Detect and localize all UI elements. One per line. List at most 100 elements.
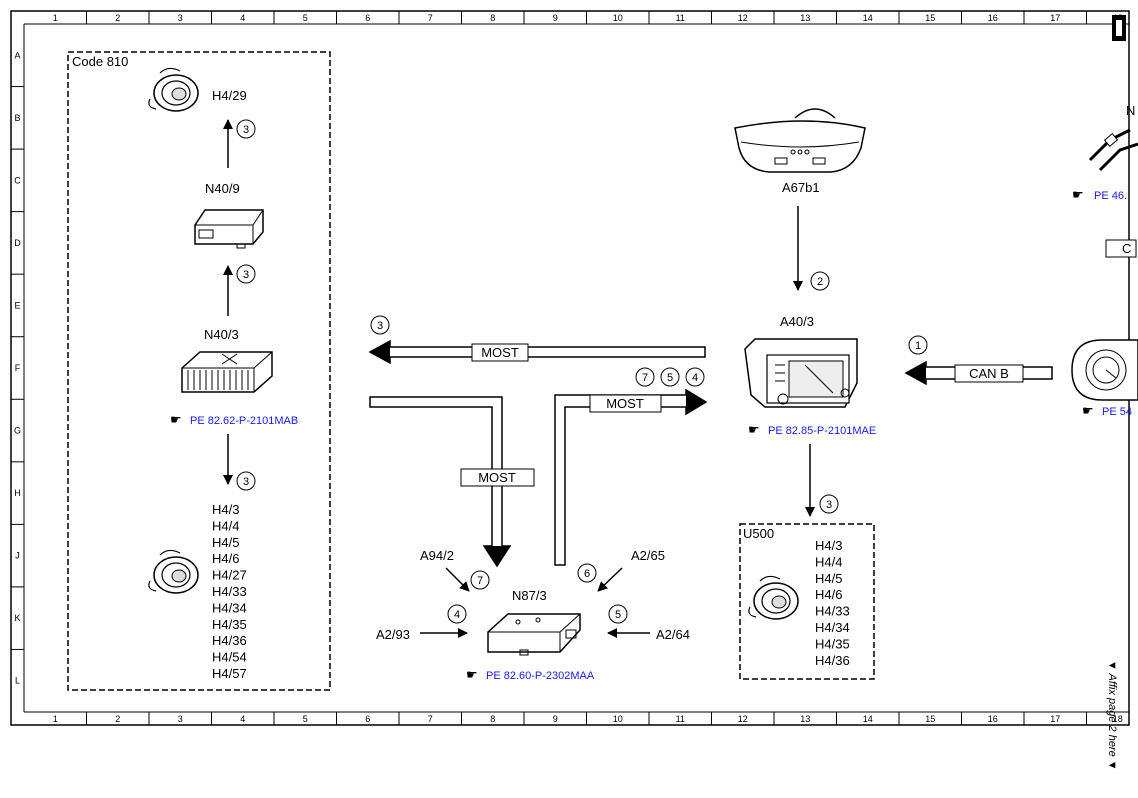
- grid-col-bottom-5: 5: [303, 714, 308, 724]
- pointer-icon: ☛: [1072, 187, 1084, 202]
- speaker-list-item: H4/5: [212, 535, 239, 550]
- a67b1-label: A67b1: [782, 180, 820, 195]
- svg-text:MOST: MOST: [481, 345, 519, 360]
- pointer-icon: ☛: [1082, 403, 1094, 418]
- grid-col-bottom-8: 8: [490, 714, 495, 724]
- cable-icon-partial: [1088, 128, 1138, 172]
- u500-list-item: H4/35: [815, 636, 850, 651]
- most-bus-left: MOST: [368, 339, 706, 365]
- grid-col-bottom-9: 9: [553, 714, 558, 724]
- grid-col-top-3: 3: [178, 13, 183, 23]
- grid-row-E: E: [14, 300, 20, 310]
- a94-2-label: A94/2: [420, 548, 454, 563]
- grid-col-top-13: 13: [800, 13, 810, 23]
- grid-col-top-9: 9: [553, 13, 558, 23]
- svg-text:MOST: MOST: [478, 470, 516, 485]
- circle-num-3-u500: 3: [819, 494, 839, 514]
- cluster-icon-partial: [1071, 339, 1138, 401]
- grid-row-K: K: [14, 613, 20, 623]
- grid-col-top-7: 7: [428, 13, 433, 23]
- svg-text:1: 1: [915, 340, 921, 352]
- circle-num-6: 6: [577, 563, 597, 583]
- pointer-icon: ☛: [466, 667, 478, 682]
- grid-row-A: A: [14, 50, 20, 60]
- h4-29-label: H4/29: [212, 88, 247, 103]
- speaker-list-item: H4/34: [212, 600, 247, 615]
- speaker-icon-u500: [748, 575, 799, 620]
- svg-text:PE 82.60-P-2302MAA: PE 82.60-P-2302MAA: [486, 670, 595, 682]
- u500-list-item: H4/33: [815, 604, 850, 619]
- grid-col-bottom-2: 2: [115, 714, 120, 724]
- n40-9-label: N40/9: [205, 181, 240, 196]
- grid-col-bottom-7: 7: [428, 714, 433, 724]
- ref-n40-3[interactable]: ☛ PE 82.62-P-2101MAB: [170, 412, 298, 427]
- ref-a40-3[interactable]: ☛ PE 82.85-P-2101MAE: [748, 422, 876, 437]
- grid-row-B: B: [14, 113, 20, 123]
- grid-col-bottom-12: 12: [738, 714, 748, 724]
- headunit-icon-a40-3: [744, 338, 858, 408]
- most-bus-right: MOST: [554, 388, 708, 566]
- grid-col-top-14: 14: [863, 13, 873, 23]
- svg-text:PE 54: PE 54: [1102, 406, 1132, 418]
- can-b-bus: CAN B: [904, 360, 1053, 386]
- svg-text:7: 7: [477, 575, 483, 587]
- grid-col-top-5: 5: [303, 13, 308, 23]
- svg-text:6: 6: [584, 568, 590, 580]
- grid-col-top-10: 10: [613, 13, 623, 23]
- code-810-label: Code 810: [72, 54, 128, 69]
- ref-partial-top[interactable]: ☛ PE 46.: [1072, 187, 1127, 202]
- grid-col-bottom-16: 16: [988, 714, 998, 724]
- grid-col-bottom-1: 1: [53, 714, 58, 724]
- most-bus-down: MOST: [369, 396, 535, 568]
- grid-col-top-17: 17: [1050, 13, 1060, 23]
- grid-col-top-11: 11: [676, 13, 685, 23]
- u500-list-item: H4/3: [815, 538, 842, 553]
- svg-text:3: 3: [243, 476, 249, 488]
- pointer-icon: ☛: [748, 422, 760, 437]
- speaker-list-item: H4/33: [212, 584, 247, 599]
- speaker-list-item: H4/3: [212, 502, 239, 517]
- grid-col-top-1: 1: [53, 13, 58, 23]
- svg-text:PE 46.: PE 46.: [1094, 190, 1127, 202]
- grid-col-top-6: 6: [365, 13, 370, 23]
- speaker-list-item: H4/54: [212, 650, 247, 665]
- speaker-list-item: H4/4: [212, 518, 239, 533]
- circle-num-7: 7: [470, 570, 490, 590]
- grid-col-top-16: 16: [988, 13, 998, 23]
- grid-row-G: G: [14, 426, 21, 436]
- svg-text:2: 2: [817, 276, 823, 288]
- code-810-box: [67, 51, 331, 691]
- circle-num-4: 4: [447, 604, 467, 624]
- svg-text:PE 82.85-P-2101MAE: PE 82.85-P-2101MAE: [768, 425, 876, 437]
- circle-num-3-most: 3: [370, 315, 390, 335]
- grid-row-F: F: [15, 363, 21, 373]
- corner-tab-icon: [1112, 15, 1126, 41]
- grid-col-bottom-10: 10: [613, 714, 623, 724]
- grid-row-H: H: [14, 488, 21, 498]
- grid-col-bottom-11: 11: [676, 714, 685, 724]
- grid-col-bottom-3: 3: [178, 714, 183, 724]
- svg-text:3: 3: [826, 499, 832, 511]
- ref-partial-right[interactable]: ☛ PE 54: [1082, 403, 1132, 418]
- amplifier-icon-n40-3: [181, 351, 273, 393]
- grid-frame: 1122334455667788991010111112121313141415…: [10, 10, 1130, 726]
- partial-n-label: N: [1126, 103, 1135, 118]
- circle-num-5: 5: [608, 604, 628, 624]
- speaker-list-item: H4/27: [212, 568, 247, 583]
- speaker-list-item: H4/6: [212, 551, 239, 566]
- svg-text:5: 5: [667, 372, 673, 384]
- a2-64-label: A2/64: [656, 627, 690, 642]
- circle-num-2: 2: [810, 271, 830, 291]
- grid-col-bottom-4: 4: [240, 714, 245, 724]
- ref-n87-3[interactable]: ☛ PE 82.60-P-2302MAA: [466, 667, 595, 682]
- speaker-icon-h4-29: [148, 67, 199, 112]
- svg-text:MOST: MOST: [606, 396, 644, 411]
- svg-text:3: 3: [243, 269, 249, 281]
- u500-box: [739, 523, 875, 680]
- svg-text:PE 82.62-P-2101MAB: PE 82.62-P-2101MAB: [190, 415, 298, 427]
- svg-text:4: 4: [692, 372, 698, 384]
- circle-num-3b: 3: [236, 264, 256, 284]
- u500-list-item: H4/5: [815, 571, 842, 586]
